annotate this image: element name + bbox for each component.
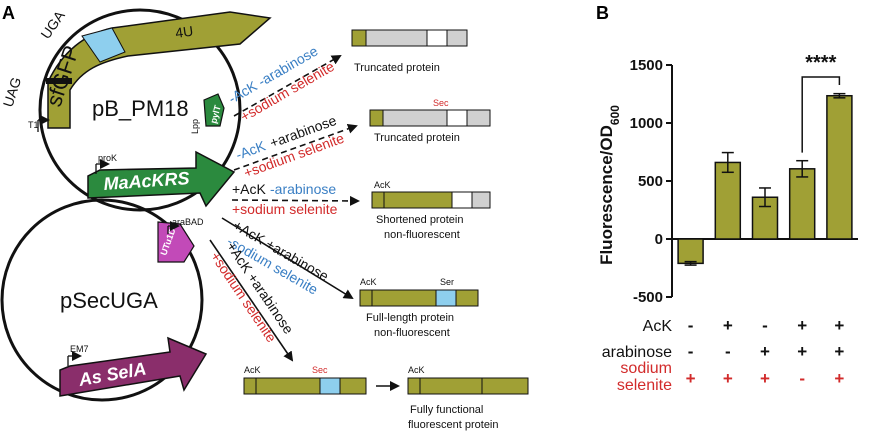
plasmid-psecuga: UTu1D araBAD As SelA EM7 pSecUGA: [0, 198, 208, 402]
condition-label-line2: selenite: [617, 377, 672, 394]
condition-arrows: -AcK -arabinose +sodium selenite -AcK +a…: [208, 42, 360, 362]
y-tick-label: 0: [655, 231, 663, 248]
arabad-label: araBAD: [172, 217, 204, 227]
pylt-label: pylT: [208, 104, 223, 125]
fouru-label: 4U: [174, 23, 194, 41]
y-tick-label: 1500: [630, 57, 663, 74]
product2-label: Truncated protein: [374, 132, 460, 144]
plasmid2-name: pSecUGA: [60, 288, 158, 313]
product4-label-a: Full-length protein: [366, 312, 454, 324]
product4-ser-label: Ser: [440, 277, 454, 287]
product6-ack-label: AcK: [408, 365, 425, 375]
condition-sign: +: [797, 342, 807, 361]
condition-label: arabinose: [602, 344, 672, 361]
panel-b-letter: B: [596, 3, 609, 23]
bar: [826, 94, 853, 240]
arrow-condition-5: [209, 239, 294, 362]
uga-site-box: [81, 27, 126, 63]
condition-sign: +: [834, 342, 844, 361]
product1-label: Truncated protein: [354, 62, 440, 74]
product5-sec-label: Sec: [312, 365, 328, 375]
uag-label: UAG: [0, 75, 24, 109]
plasmid2-backbone: [0, 198, 204, 402]
condition-sign: -: [688, 316, 694, 335]
y-tick-label: -500: [633, 289, 663, 306]
condition-sign: +: [797, 316, 807, 335]
arrow-condition-2: [233, 124, 358, 171]
uag-site-marker: [46, 78, 72, 84]
product5-ack-label: AcK: [244, 365, 261, 375]
condition-sign: +: [760, 369, 770, 388]
condition-sign: +: [834, 316, 844, 335]
y-axis-label: Fluorescence/OD600: [597, 105, 622, 265]
significance-bracket: [801, 76, 841, 153]
condition-label-line1: sodium: [620, 360, 672, 377]
condition-sign: -: [725, 342, 731, 361]
prok-label: proK: [98, 153, 117, 163]
product4-ack-label: AcK: [360, 277, 377, 287]
condition-sign: -: [762, 316, 768, 335]
condition-sign: +: [723, 369, 733, 388]
product4-label-b: non-fluorescent: [374, 327, 450, 339]
maackrs-gene-arrow: [87, 150, 236, 208]
cond3-black: +AcK: [232, 181, 267, 197]
product3-label-b: non-fluorescent: [384, 229, 460, 241]
y-tick-label: 1000: [630, 115, 663, 132]
significance-stars: ****: [805, 52, 836, 74]
condition-label: AcK: [643, 318, 673, 335]
bar: [677, 238, 704, 265]
plasmid1-backbone: [38, 8, 242, 212]
cond3-red: +sodium selenite: [232, 201, 338, 217]
panel-a-letter: A: [2, 3, 15, 23]
product5-label-b: fluorescent protein: [408, 419, 499, 431]
condition-sign: +: [834, 369, 844, 388]
condition-sign: -: [688, 342, 694, 361]
product5-label-a: Fully functional: [410, 404, 483, 416]
condition-sign: +: [686, 369, 696, 388]
condition-sign: +: [760, 342, 770, 361]
y-tick-label: 500: [638, 173, 663, 190]
product3-ack-label: AcK: [374, 180, 391, 190]
lpp-label: Lpp: [190, 119, 200, 134]
assela-gene-arrow: [59, 336, 208, 397]
condition-sign: -: [799, 369, 805, 388]
plasmid1-name: pB_PM18: [92, 96, 189, 121]
protein-products: Truncated protein Sec Truncated protein …: [243, 29, 529, 431]
bar: [714, 161, 742, 240]
pylt-gene-arrow: [203, 93, 225, 127]
t1-label: T1: [28, 120, 39, 130]
arrow-condition-4: [221, 217, 354, 300]
em7-label: EM7: [70, 344, 89, 354]
plasmid-pb-pm18: sfGFP 4U UGA UAG T1 MaAcKRS proK pylT Lp…: [0, 7, 272, 212]
condition-sign: +: [723, 316, 733, 335]
arrow-condition-1: [233, 55, 342, 117]
uga-label: UGA: [37, 7, 68, 42]
product2-sec-label: Sec: [433, 98, 449, 108]
cond3-blue: -arabinose: [270, 181, 336, 197]
arrow-condition-3: [231, 195, 360, 206]
product3-label-a: Shortened protein: [376, 214, 463, 226]
bar: [788, 168, 816, 240]
